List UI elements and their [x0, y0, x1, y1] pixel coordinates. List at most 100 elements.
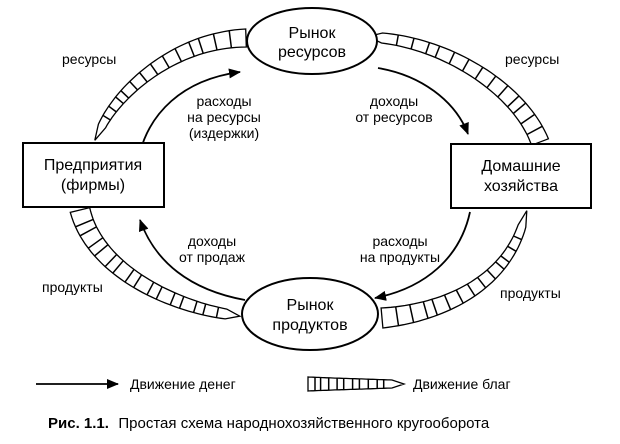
label-resource-income-line2: от ресурсов	[355, 109, 432, 125]
goods-band-products-left-hatch	[75, 218, 94, 228]
goods-band-products-right-hatch	[422, 301, 429, 319]
legend-goods-band-outline	[307, 376, 407, 392]
label-sales-income-line1: доходы	[188, 233, 236, 249]
households-box	[450, 143, 592, 209]
goods-band-products-left-hatch	[112, 260, 124, 274]
money-arrow-product-spending	[374, 211, 471, 301]
product-market-ellipse	[241, 277, 379, 351]
goods-band-resources-right-hatch	[506, 95, 520, 108]
goods-band-products-left-hatch	[94, 244, 109, 257]
label-resource-costs-line1: расходы	[196, 93, 251, 109]
label-sales-income: доходы от продаж	[179, 233, 246, 265]
goods-band-resources-right-hatch	[512, 102, 527, 115]
goods-band-products-left-hatch	[192, 301, 198, 313]
goods-band-resources-right-hatch	[497, 85, 509, 98]
goods-flow-bands	[69, 28, 550, 329]
goods-band-products-left-hatch	[132, 274, 143, 288]
resource-market-node: Рынок ресурсов	[246, 7, 378, 75]
goods-band-resources-left-hatch	[161, 55, 170, 69]
label-resources-right: ресурсы	[505, 51, 559, 67]
goods-band-products-left-hatch	[178, 296, 185, 309]
goods-band-products-right-hatch	[486, 269, 496, 280]
goods-band-products-right	[380, 210, 528, 329]
resource-market-label-line1: Рынок	[289, 25, 337, 42]
households-node: Домашние хозяйства	[450, 143, 592, 209]
goods-band-products-right-hatch	[431, 299, 439, 316]
goods-band-products-right-hatch	[507, 245, 517, 252]
label-product-spending: расходы на продукты	[360, 233, 440, 265]
goods-band-products-right-hatch	[394, 306, 400, 326]
label-resource-costs: расходы на ресурсы (издержки)	[187, 93, 261, 141]
label-resource-costs-line3: (издержки)	[189, 125, 259, 141]
goods-band-products-left-hatch	[79, 226, 97, 237]
households-label-line1: Домашние	[481, 158, 560, 175]
caption-label: Рис. 1.1.	[48, 415, 109, 432]
goods-band-resources-right-outline	[366, 32, 550, 147]
goods-band-resources-left-hatch	[228, 30, 233, 48]
goods-band-products-left-hatch	[202, 303, 207, 316]
goods-band-products-right-hatch	[513, 235, 522, 241]
resource-market-label-line2: ресурсов	[278, 44, 346, 61]
legend-money-label: Движение денег	[130, 376, 236, 392]
goods-band-resources-left	[94, 28, 247, 141]
label-resource-income-line1: доходы	[370, 93, 418, 109]
firms-label-line1: Предприятия	[44, 157, 142, 174]
goods-band-products-left-hatch	[169, 292, 176, 306]
goods-band-products-left-hatch	[87, 237, 104, 249]
money-arrow-resource-income	[377, 67, 469, 135]
firms-label-line2: (фирмы)	[61, 177, 125, 194]
households-label-line2: хозяйства	[484, 178, 558, 195]
goods-band-products-right-hatch	[500, 255, 510, 263]
goods-band-resources-right-hatch	[486, 75, 497, 89]
goods-band-resources-right-hatch	[448, 51, 456, 65]
goods-band-resources-right-hatch	[424, 42, 431, 54]
goods-band-products-left-hatch	[146, 281, 155, 296]
goods-band-resources-left-hatch	[212, 33, 218, 51]
label-resource-income: доходы от ресурсов	[355, 93, 432, 125]
goods-band-resources-left-hatch	[102, 114, 111, 121]
product-market-node: Рынок продуктов	[241, 277, 379, 351]
product-market-label-line1: Рынок	[287, 297, 335, 314]
product-market-label-line2: продуктов	[272, 317, 347, 334]
goods-band-resources-right-hatch	[526, 125, 543, 136]
label-products-left: продукты	[42, 279, 103, 295]
goods-band-resources-left-hatch	[197, 38, 204, 54]
goods-band-products-left-hatch	[124, 268, 135, 283]
goods-band-resources-left-hatch	[149, 63, 159, 76]
goods-band-resources-left-hatch	[188, 41, 195, 57]
goods-band-resources-left-hatch	[120, 90, 130, 99]
goods-band-products-left-hatch	[215, 307, 220, 318]
legend-goods-label: Движение благ	[413, 376, 511, 392]
goods-band-products-right-hatch	[466, 283, 476, 297]
goods-band-products-left-outline	[69, 206, 242, 320]
label-product-spending-line2: на продукты	[360, 249, 440, 265]
money-arrow-resource-costs	[139, 68, 241, 153]
label-sales-income-line2: от продаж	[179, 249, 246, 265]
label-resources-left: ресурсы	[62, 51, 116, 67]
goods-band-resources-right-hatch	[474, 66, 484, 80]
goods-band-resources-left-hatch	[115, 96, 124, 105]
goods-band-resources-right-hatch	[410, 38, 415, 50]
goods-band-resources-left-hatch	[138, 72, 148, 83]
legend-goods-band	[307, 376, 407, 392]
goods-band-products-left-hatch	[155, 286, 163, 300]
goods-band-products-left-hatch	[104, 253, 118, 268]
goods-band-resources-right-hatch	[520, 113, 536, 125]
caption-text: Простая схема народнохозяйственного круг…	[118, 415, 489, 432]
label-resource-costs-line2: на ресурсы	[187, 109, 261, 125]
goods-band-products-right-hatch	[408, 304, 415, 323]
goods-band-resources-right-hatch	[461, 58, 470, 72]
goods-band-products-right-hatch	[443, 294, 452, 310]
goods-band-resources-right-hatch	[395, 34, 400, 46]
legend-goods-symbol	[307, 376, 407, 392]
firms-box	[22, 142, 165, 208]
resource-market-ellipse	[246, 7, 378, 75]
goods-band-resources-right-hatch	[434, 45, 441, 58]
goods-band-products-right-hatch	[455, 289, 464, 304]
label-products-right: продукты	[500, 285, 561, 301]
firms-node: Предприятия (фирмы)	[22, 142, 165, 208]
label-product-spending-line1: расходы	[372, 233, 427, 249]
goods-band-resources-left-hatch	[174, 48, 183, 62]
money-arrow-sales-income	[138, 219, 246, 301]
